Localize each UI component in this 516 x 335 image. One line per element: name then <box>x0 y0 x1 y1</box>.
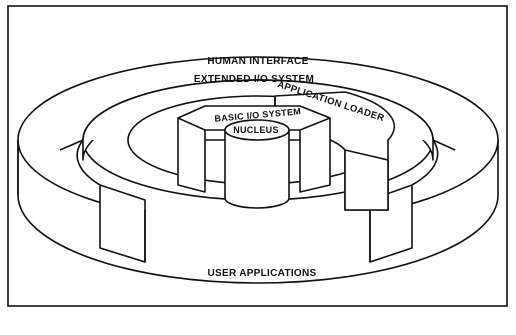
label-nucleus: NUCLEUS <box>233 125 279 135</box>
cylinder-nucleus <box>224 119 290 209</box>
label-user-applications: USER APPLICATIONS <box>208 268 317 279</box>
label-human-interface: HUMAN INTERFACE <box>207 56 308 67</box>
label-extended-io: EXTENDED I/O SYSTEM <box>194 74 314 85</box>
diagram-frame <box>7 5 508 307</box>
